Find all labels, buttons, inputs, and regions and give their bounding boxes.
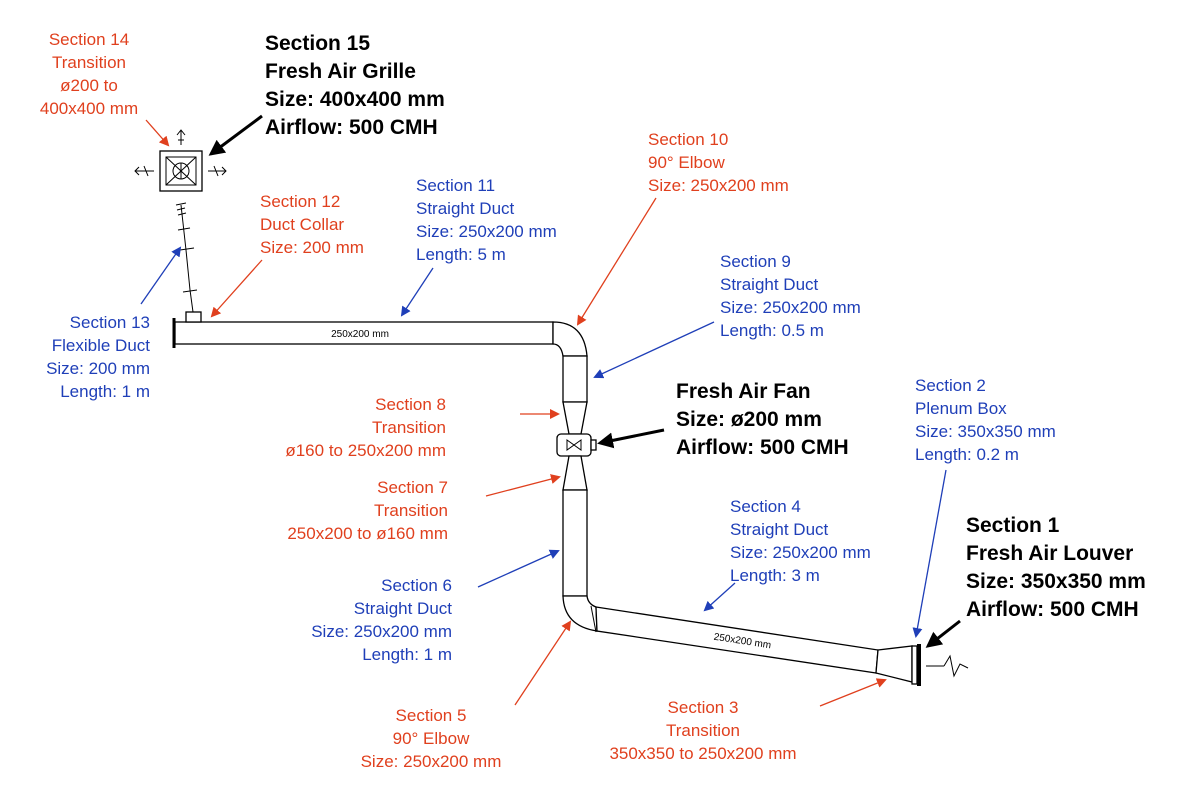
duct-size-label-top: 250x200 mm xyxy=(331,329,389,340)
arrow-section-9 xyxy=(593,321,715,379)
arrow-section-14 xyxy=(145,119,170,147)
arrow-section-7 xyxy=(485,474,561,497)
duct-section-11: 250x200 mm xyxy=(172,318,554,348)
arrow-section-10 xyxy=(576,197,657,326)
arrow-section-2 xyxy=(912,469,947,638)
arrow-section-6 xyxy=(477,549,560,588)
label-section-14: Section 14 Transition ø200 to 400x400 mm xyxy=(39,30,139,118)
duct-section-9 xyxy=(562,355,588,403)
arrow-section-11 xyxy=(400,267,434,317)
label-fresh-air-fan: Fresh Air Fan Size: ø200 mm Airflow: 500… xyxy=(676,380,849,459)
duct-section-6 xyxy=(562,489,588,597)
plenum-and-louver xyxy=(911,644,969,686)
transition-section-3 xyxy=(875,645,913,683)
flexible-duct xyxy=(175,202,198,313)
arrow-section-13 xyxy=(140,246,182,305)
label-section-2: Section 2 Plenum Box Size: 350x350 mm Le… xyxy=(915,376,1056,464)
label-section-12: Section 12 Duct Collar Size: 200 mm xyxy=(260,192,364,257)
label-section-3: Section 3 Transition 350x350 to 250x200 … xyxy=(609,698,797,763)
label-section-13: Section 13 Flexible Duct Size: 200 mm Le… xyxy=(46,313,150,401)
label-section-1: Section 1 Fresh Air Louver Size: 350x350… xyxy=(966,514,1146,621)
arrow-fan xyxy=(597,428,665,449)
duct-collar xyxy=(185,311,202,323)
label-section-8: Section 8 Transition ø160 to 250x200 mm xyxy=(285,395,446,460)
fresh-air-fan xyxy=(556,433,597,457)
arrow-section-1 xyxy=(925,619,961,648)
arrow-section-3 xyxy=(819,678,887,707)
label-section-7: Section 7 Transition 250x200 to ø160 mm xyxy=(287,478,448,543)
elbow-section-10 xyxy=(552,321,588,357)
duct-section-4: 250x200 mm xyxy=(590,605,879,674)
arrow-section-15 xyxy=(208,114,263,156)
arrow-section-12 xyxy=(210,259,263,318)
arrow-section-4 xyxy=(703,582,736,612)
transition-section-8 xyxy=(562,401,588,435)
transition-section-7 xyxy=(562,455,588,491)
label-section-9: Section 9 Straight Duct Size: 250x200 mm… xyxy=(720,252,861,340)
arrow-section-5 xyxy=(514,620,572,706)
label-section-11: Section 11 Straight Duct Size: 250x200 m… xyxy=(416,176,557,264)
label-section-4: Section 4 Straight Duct Size: 250x200 mm… xyxy=(730,497,871,585)
label-section-5: Section 5 90° Elbow Size: 250x200 mm xyxy=(360,706,502,771)
label-section-10: Section 10 90° Elbow Size: 250x200 mm xyxy=(648,130,789,195)
label-section-15: Section 15 Fresh Air Grille Size: 400x40… xyxy=(265,32,445,139)
fresh-air-grille xyxy=(134,129,227,192)
label-section-6: Section 6 Straight Duct Size: 250x200 mm… xyxy=(311,576,452,664)
